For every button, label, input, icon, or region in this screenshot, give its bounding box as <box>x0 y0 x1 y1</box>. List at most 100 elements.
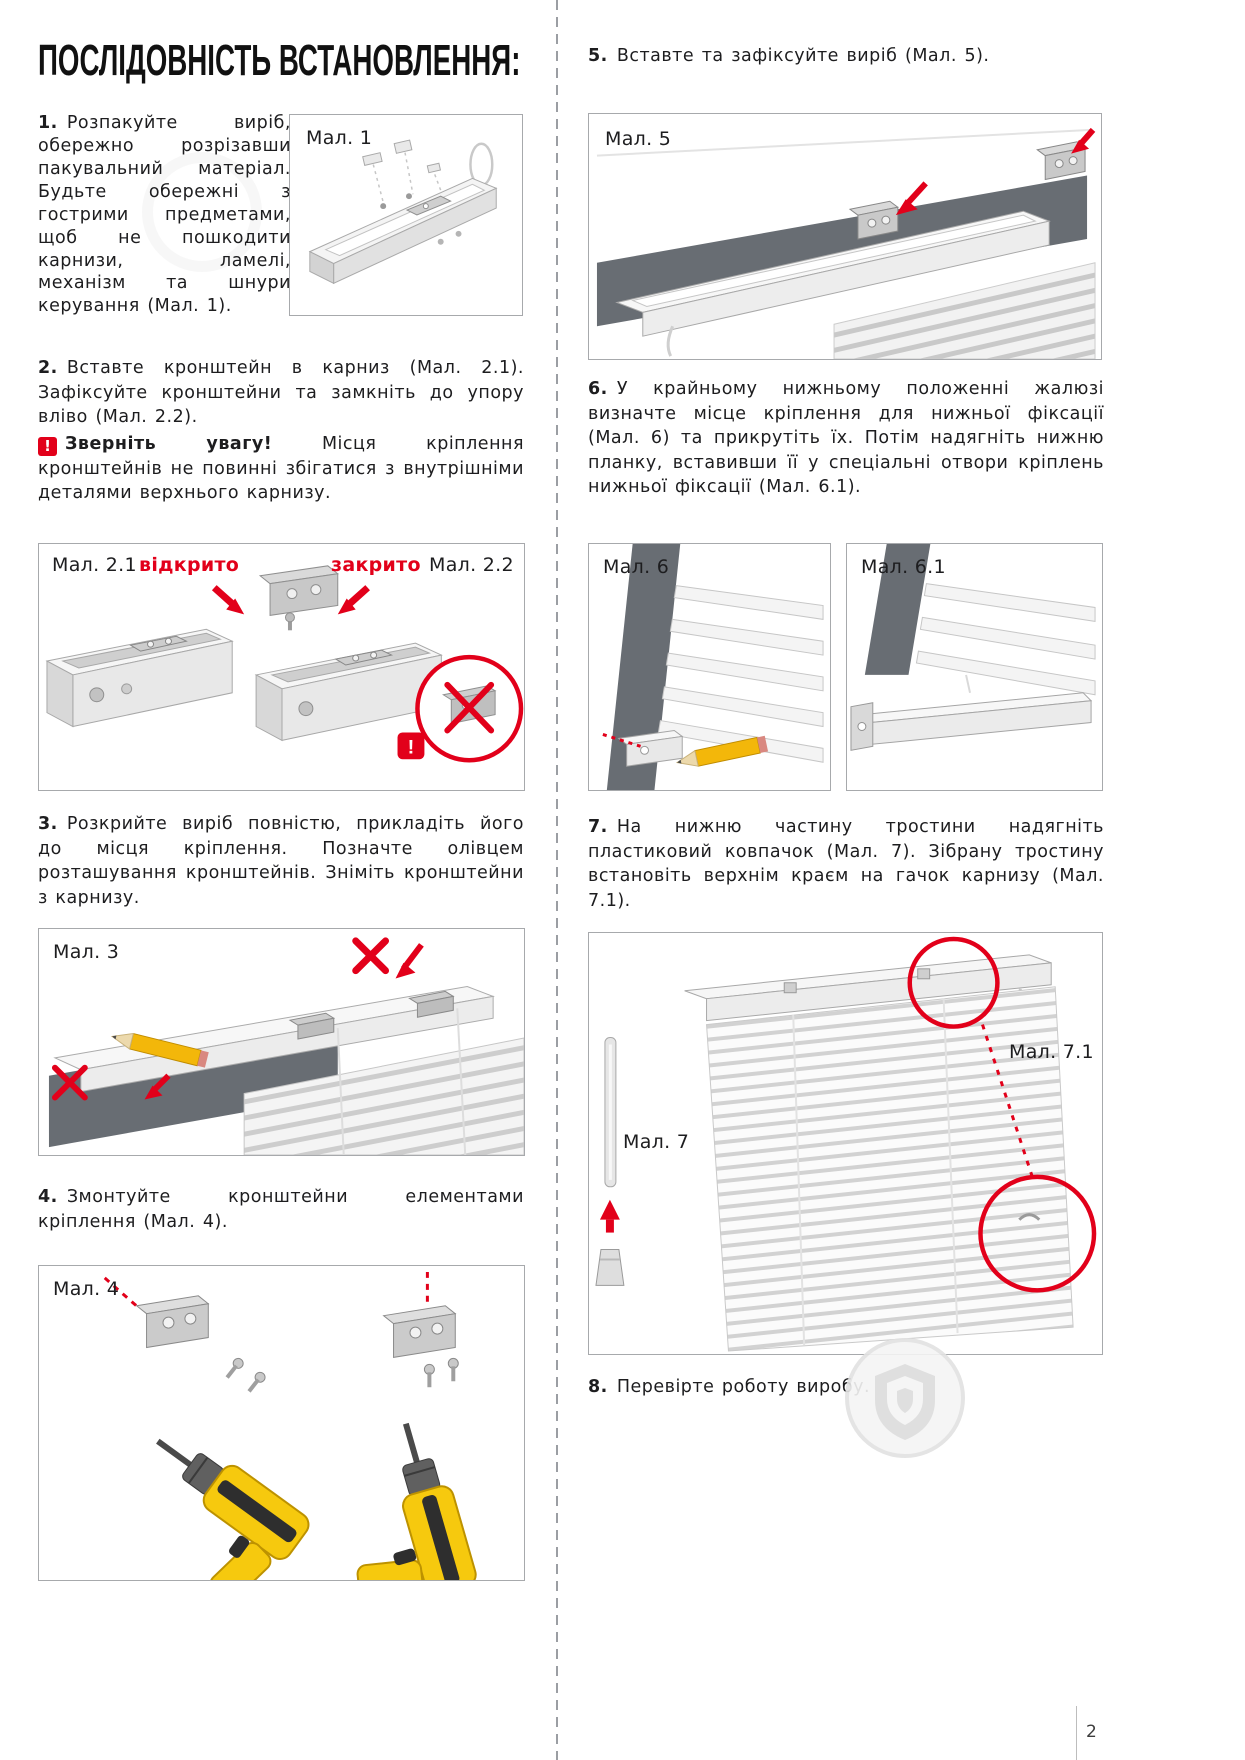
bottom-fix-clip <box>617 729 684 767</box>
step-4: 4.Змонтуйте кронштейни елементами кріпле… <box>38 1185 524 1234</box>
screw-icon <box>244 1369 268 1395</box>
lift-cord <box>456 1008 467 1155</box>
column-divider-dashed <box>556 0 558 1760</box>
ceiling-line <box>596 128 1092 157</box>
warning-glyph: ! <box>408 736 415 758</box>
assembly-guides <box>372 152 442 203</box>
step-4-number: 4. <box>38 1187 58 1207</box>
step-3-text: Розкрийте виріб повністю, прикладіть йог… <box>38 814 524 908</box>
figure-7-1-label: Мал. 7.1 <box>1009 1041 1094 1063</box>
slats <box>915 583 1096 696</box>
x-mark-icon <box>444 681 495 734</box>
red-arrow-icon <box>895 181 928 216</box>
figure-2-box: Мал. 2.1 відкрито закрито Мал. 2.2 <box>38 543 525 791</box>
red-dashed-guide <box>602 733 642 748</box>
figure-6-box: Мал. 6 <box>588 543 831 791</box>
figure-4-illustration <box>102 1271 480 1580</box>
figure-6-1-label: Мал. 6.1 <box>861 556 946 578</box>
figure-1-illustration <box>308 139 498 285</box>
slats-panel <box>833 262 1096 359</box>
step-5-text: Вставте та зафіксуйте виріб (Мал. 5). <box>616 46 990 66</box>
figure-6-illustration <box>602 544 824 790</box>
x-mark-icon <box>352 937 390 975</box>
figure-5-illustration <box>596 127 1096 359</box>
screw-icon <box>447 1357 459 1382</box>
step-1: 1.Розпакуйте виріб, обережно розрізавши … <box>38 112 291 318</box>
step-7: 7.На нижню частину тростини надягніть пл… <box>588 815 1104 913</box>
red-arrow-icon <box>1071 127 1096 154</box>
warning-title: Зверніть увагу! <box>65 434 273 454</box>
bottom-fix-clip <box>850 702 874 751</box>
small-parts <box>362 139 442 174</box>
closed-label: закрито <box>331 554 421 576</box>
bracket-part <box>258 565 339 631</box>
drill-icon <box>316 1415 480 1580</box>
watermark-logo <box>845 1338 965 1458</box>
page-title: ПОСЛІДОВНІСТЬ ВСТАНОВЛЕННЯ: <box>38 36 521 85</box>
bracket-part <box>408 990 455 1018</box>
lift-cord <box>792 1014 806 1346</box>
plastic-cap <box>595 1248 625 1286</box>
figure-5-label: Мал. 5 <box>605 128 672 150</box>
figure-4-label: Мал. 4 <box>53 1278 120 1300</box>
page-number: 2 <box>1086 1722 1097 1742</box>
figure-3-illustration <box>48 937 524 1155</box>
red-circle-highlight <box>907 936 1000 1029</box>
step-3: 3.Розкрийте виріб повністю, прикладіть й… <box>38 812 524 910</box>
hook-detail <box>1018 1213 1041 1221</box>
figure-2-2-label: Мал. 2.2 <box>429 554 514 576</box>
bracket-part <box>383 1305 456 1358</box>
warning-badge-icon: ! <box>397 732 425 760</box>
x-mark-icon <box>51 1064 88 1101</box>
open-label: відкрито <box>139 554 240 576</box>
pencil-icon <box>110 1032 209 1068</box>
figure-3-box: Мал. 3 <box>38 928 525 1156</box>
figure-6-label: Мал. 6 <box>603 556 670 578</box>
figure-2-1-label: Мал. 2.1 <box>52 554 137 576</box>
control-cord <box>666 325 675 357</box>
step-2: 2.Вставте кронштейн в карниз (Мал. 2.1).… <box>38 356 524 430</box>
figure-6-1-box: Мал. 6.1 <box>846 543 1103 791</box>
step-8: 8.Перевірте роботу виробу. <box>588 1375 1104 1400</box>
red-arrow-icon <box>144 1073 171 1100</box>
red-dashed-guide <box>103 1271 429 1309</box>
red-arrow-icon <box>395 943 424 979</box>
figure-6-1-illustration <box>850 544 1096 751</box>
figure-7-illustration <box>595 936 1097 1352</box>
step-6: 6.У крайньому нижньому положенні жалюзі … <box>588 377 1104 500</box>
prohibition-highlight <box>415 654 524 763</box>
step-2-warning: ! Зверніть увагу! Місця кріплення кронште… <box>38 432 524 506</box>
figure-4-box: Мал. 4 <box>38 1265 525 1581</box>
warning-text: Місця кріплення кронштейнів не повинні з… <box>38 434 524 503</box>
screws <box>380 193 462 245</box>
footer-rule <box>1076 1706 1077 1760</box>
step-2-number: 2. <box>38 358 58 378</box>
red-arrow-icon <box>337 585 370 615</box>
screw-icon <box>423 1363 435 1388</box>
lift-cord <box>942 998 959 1334</box>
bottom-rail <box>861 692 1093 745</box>
figure-5-box: Мал. 5 <box>588 113 1102 360</box>
red-dashed-guide <box>981 1024 1035 1181</box>
step-1-number: 1. <box>38 113 58 133</box>
bracket-part <box>288 1012 336 1040</box>
bracket-part <box>405 195 452 216</box>
lift-cord <box>336 1028 345 1155</box>
step-2-text: Вставте кронштейн в карниз (Мал. 2.1). З… <box>38 358 524 427</box>
warning-icon: ! <box>38 437 57 456</box>
step-3-number: 3. <box>38 814 58 834</box>
headrail <box>308 177 498 285</box>
step-5-number: 5. <box>588 46 608 66</box>
watermark-ring <box>142 152 262 272</box>
window-frame <box>606 544 681 790</box>
red-arrow-icon <box>211 585 245 615</box>
cornice-closed <box>254 642 443 742</box>
drill-icon <box>102 1419 315 1580</box>
figure-3-label: Мал. 3 <box>53 941 120 963</box>
step-8-text: Перевірте роботу виробу. <box>616 1377 871 1397</box>
lift-cord <box>965 674 972 694</box>
step-6-text: У крайньому нижньому положенні жалюзі ви… <box>588 379 1104 497</box>
screw-icon <box>222 1355 246 1382</box>
figure-1-box: Мал. 1 <box>289 114 523 316</box>
headrail <box>615 210 1051 337</box>
